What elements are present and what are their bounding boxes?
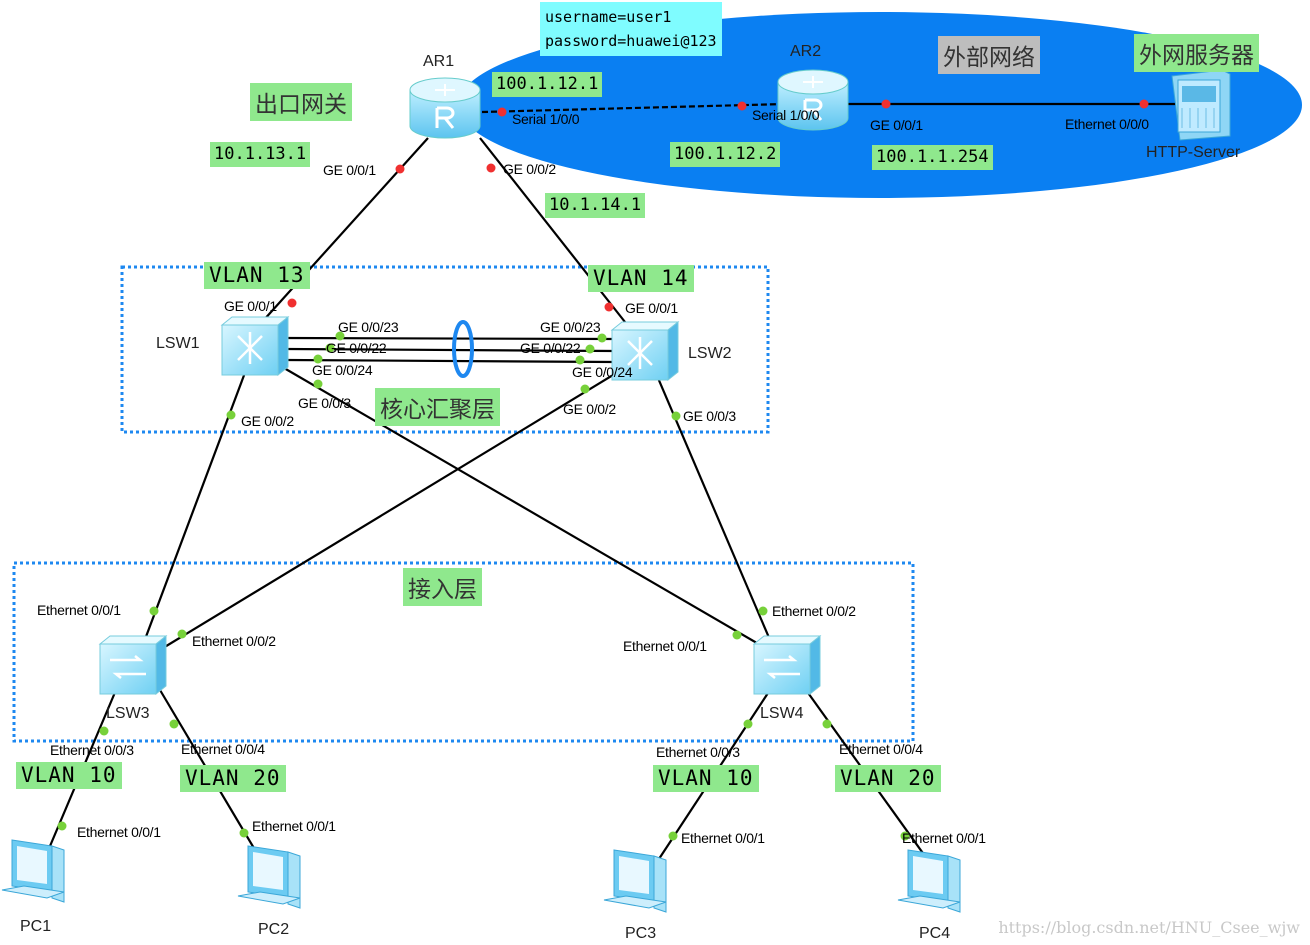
ip-label-ar1-ge1: 10.1.13.1 [210, 142, 311, 167]
port-label: Serial 1/0/0 [752, 107, 820, 123]
port-label: GE 0/0/1 [224, 298, 277, 314]
device-label-pc1: PC1 [20, 918, 52, 935]
core-layer-group [120, 265, 770, 434]
link-lsw2-lsw4 [656, 377, 772, 641]
link-lsw2-lsw3 [162, 371, 619, 649]
port-label: Ethernet 0/0/2 [192, 633, 276, 649]
port-label: Ethernet 0/0/3 [50, 742, 134, 758]
link-lsw1-lsw2-22 [285, 347, 616, 353]
port-label: Ethernet 0/0/1 [681, 830, 765, 846]
router-icon-ar1[interactable] [408, 76, 482, 140]
pc-icon-pc1[interactable] [1, 839, 65, 903]
port-up-dots [57, 331, 910, 841]
port-label: GE 0/0/2 [563, 401, 616, 417]
device-label-lsw4: LSW4 [760, 705, 804, 722]
device-label-pc2: PC2 [258, 921, 290, 938]
device-label-lsw2: LSW2 [688, 345, 732, 362]
port-label: Ethernet 0/0/4 [839, 741, 923, 757]
port-label: Ethernet 0/0/3 [656, 744, 740, 760]
port-label: Ethernet 0/0/1 [77, 824, 161, 840]
device-label-ar2: AR2 [790, 43, 822, 60]
egress-gateway-label: 出口网关 [250, 83, 352, 121]
pc-icon-pc4[interactable] [897, 849, 961, 913]
port-label: Ethernet 0/0/1 [623, 638, 707, 654]
port-label: Ethernet 0/0/1 [252, 818, 336, 834]
l2-switch-arrows-icon [110, 655, 146, 679]
device-label-pc3: PC3 [625, 925, 657, 942]
ip-label-ar2-ge: 100.1.1.254 [872, 145, 993, 170]
username-text: username=user1 [545, 8, 672, 26]
vlan-label-pc4: VLAN 20 [835, 765, 941, 793]
device-label-pc4: PC4 [919, 925, 951, 942]
port-label: GE 0/0/24 [312, 362, 373, 378]
port-down-dots [287, 99, 1149, 312]
port-label: GE 0/0/1 [625, 300, 678, 316]
port-label: GE 0/0/22 [520, 340, 581, 356]
server-icon[interactable] [1171, 69, 1231, 141]
eth-trunk-icon [452, 320, 474, 378]
watermark: https://blog.csdn.net/HNU_Csee_wjw [998, 918, 1300, 937]
pc-icon-pc2[interactable] [237, 845, 301, 909]
vlan-label-lsw1: VLAN 13 [204, 262, 310, 290]
port-label: Ethernet 0/0/0 [1065, 116, 1149, 132]
vlan-label-pc2: VLAN 20 [180, 765, 286, 793]
access-layer-group [12, 561, 915, 743]
port-label: GE 0/0/3 [683, 408, 736, 424]
vlan-label-lsw2: VLAN 14 [588, 265, 694, 293]
port-label: GE 0/0/1 [870, 117, 923, 133]
l3-switch-glyph-icon [627, 337, 653, 369]
port-label: GE 0/0/23 [338, 319, 399, 335]
switch-icon-lsw4[interactable] [753, 635, 821, 695]
port-label: GE 0/0/22 [326, 340, 387, 356]
ip-label-ar2-serial: 100.1.12.2 [670, 142, 781, 167]
link-lsw1-lsw4 [283, 367, 763, 647]
l2-switch-arrows-icon [764, 655, 800, 679]
ip-label-ar1-ge2: 10.1.14.1 [545, 193, 646, 218]
pc-icon-pc3[interactable] [603, 849, 667, 913]
switch-icon-lsw3[interactable] [99, 635, 167, 695]
switch-icon-lsw1[interactable] [221, 316, 289, 376]
port-label: GE 0/0/2 [241, 413, 294, 429]
device-label-lsw3: LSW3 [106, 705, 150, 722]
port-label: GE 0/0/24 [572, 364, 633, 380]
port-label: Ethernet 0/0/4 [181, 741, 265, 757]
port-label: Serial 1/0/0 [512, 111, 580, 127]
port-label: GE 0/0/1 [323, 162, 376, 178]
credentials-note: username=user1 password=huawei@123 [540, 2, 722, 56]
password-text: password=huawei@123 [545, 32, 717, 50]
device-label-ar1: AR1 [423, 53, 455, 70]
access-layer-label: 接入层 [403, 568, 482, 606]
link-lsw1-lsw2-24 [285, 358, 616, 364]
link-lsw1-lsw2-23 [285, 336, 616, 341]
vlan-label-pc3: VLAN 10 [653, 765, 759, 793]
core-layer-label: 核心汇聚层 [375, 388, 500, 426]
external-server-label: 外网服务器 [1134, 34, 1259, 72]
ip-label-ar1-serial: 100.1.12.1 [492, 72, 603, 97]
port-label: Ethernet 0/0/1 [37, 602, 121, 618]
external-network-label: 外部网络 [938, 36, 1040, 74]
port-label: Ethernet 0/0/2 [772, 603, 856, 619]
port-label: Ethernet 0/0/1 [902, 830, 986, 846]
device-label-server: HTTP-Server [1146, 144, 1241, 161]
port-label: GE 0/0/23 [540, 319, 601, 335]
l3-switch-glyph-icon [237, 332, 263, 364]
device-label-lsw1: LSW1 [156, 335, 200, 352]
port-label: GE 0/0/2 [503, 161, 556, 177]
vlan-label-pc1: VLAN 10 [16, 762, 122, 790]
port-label: GE 0/0/3 [298, 395, 351, 411]
link-ar1-ar2 [481, 102, 786, 114]
